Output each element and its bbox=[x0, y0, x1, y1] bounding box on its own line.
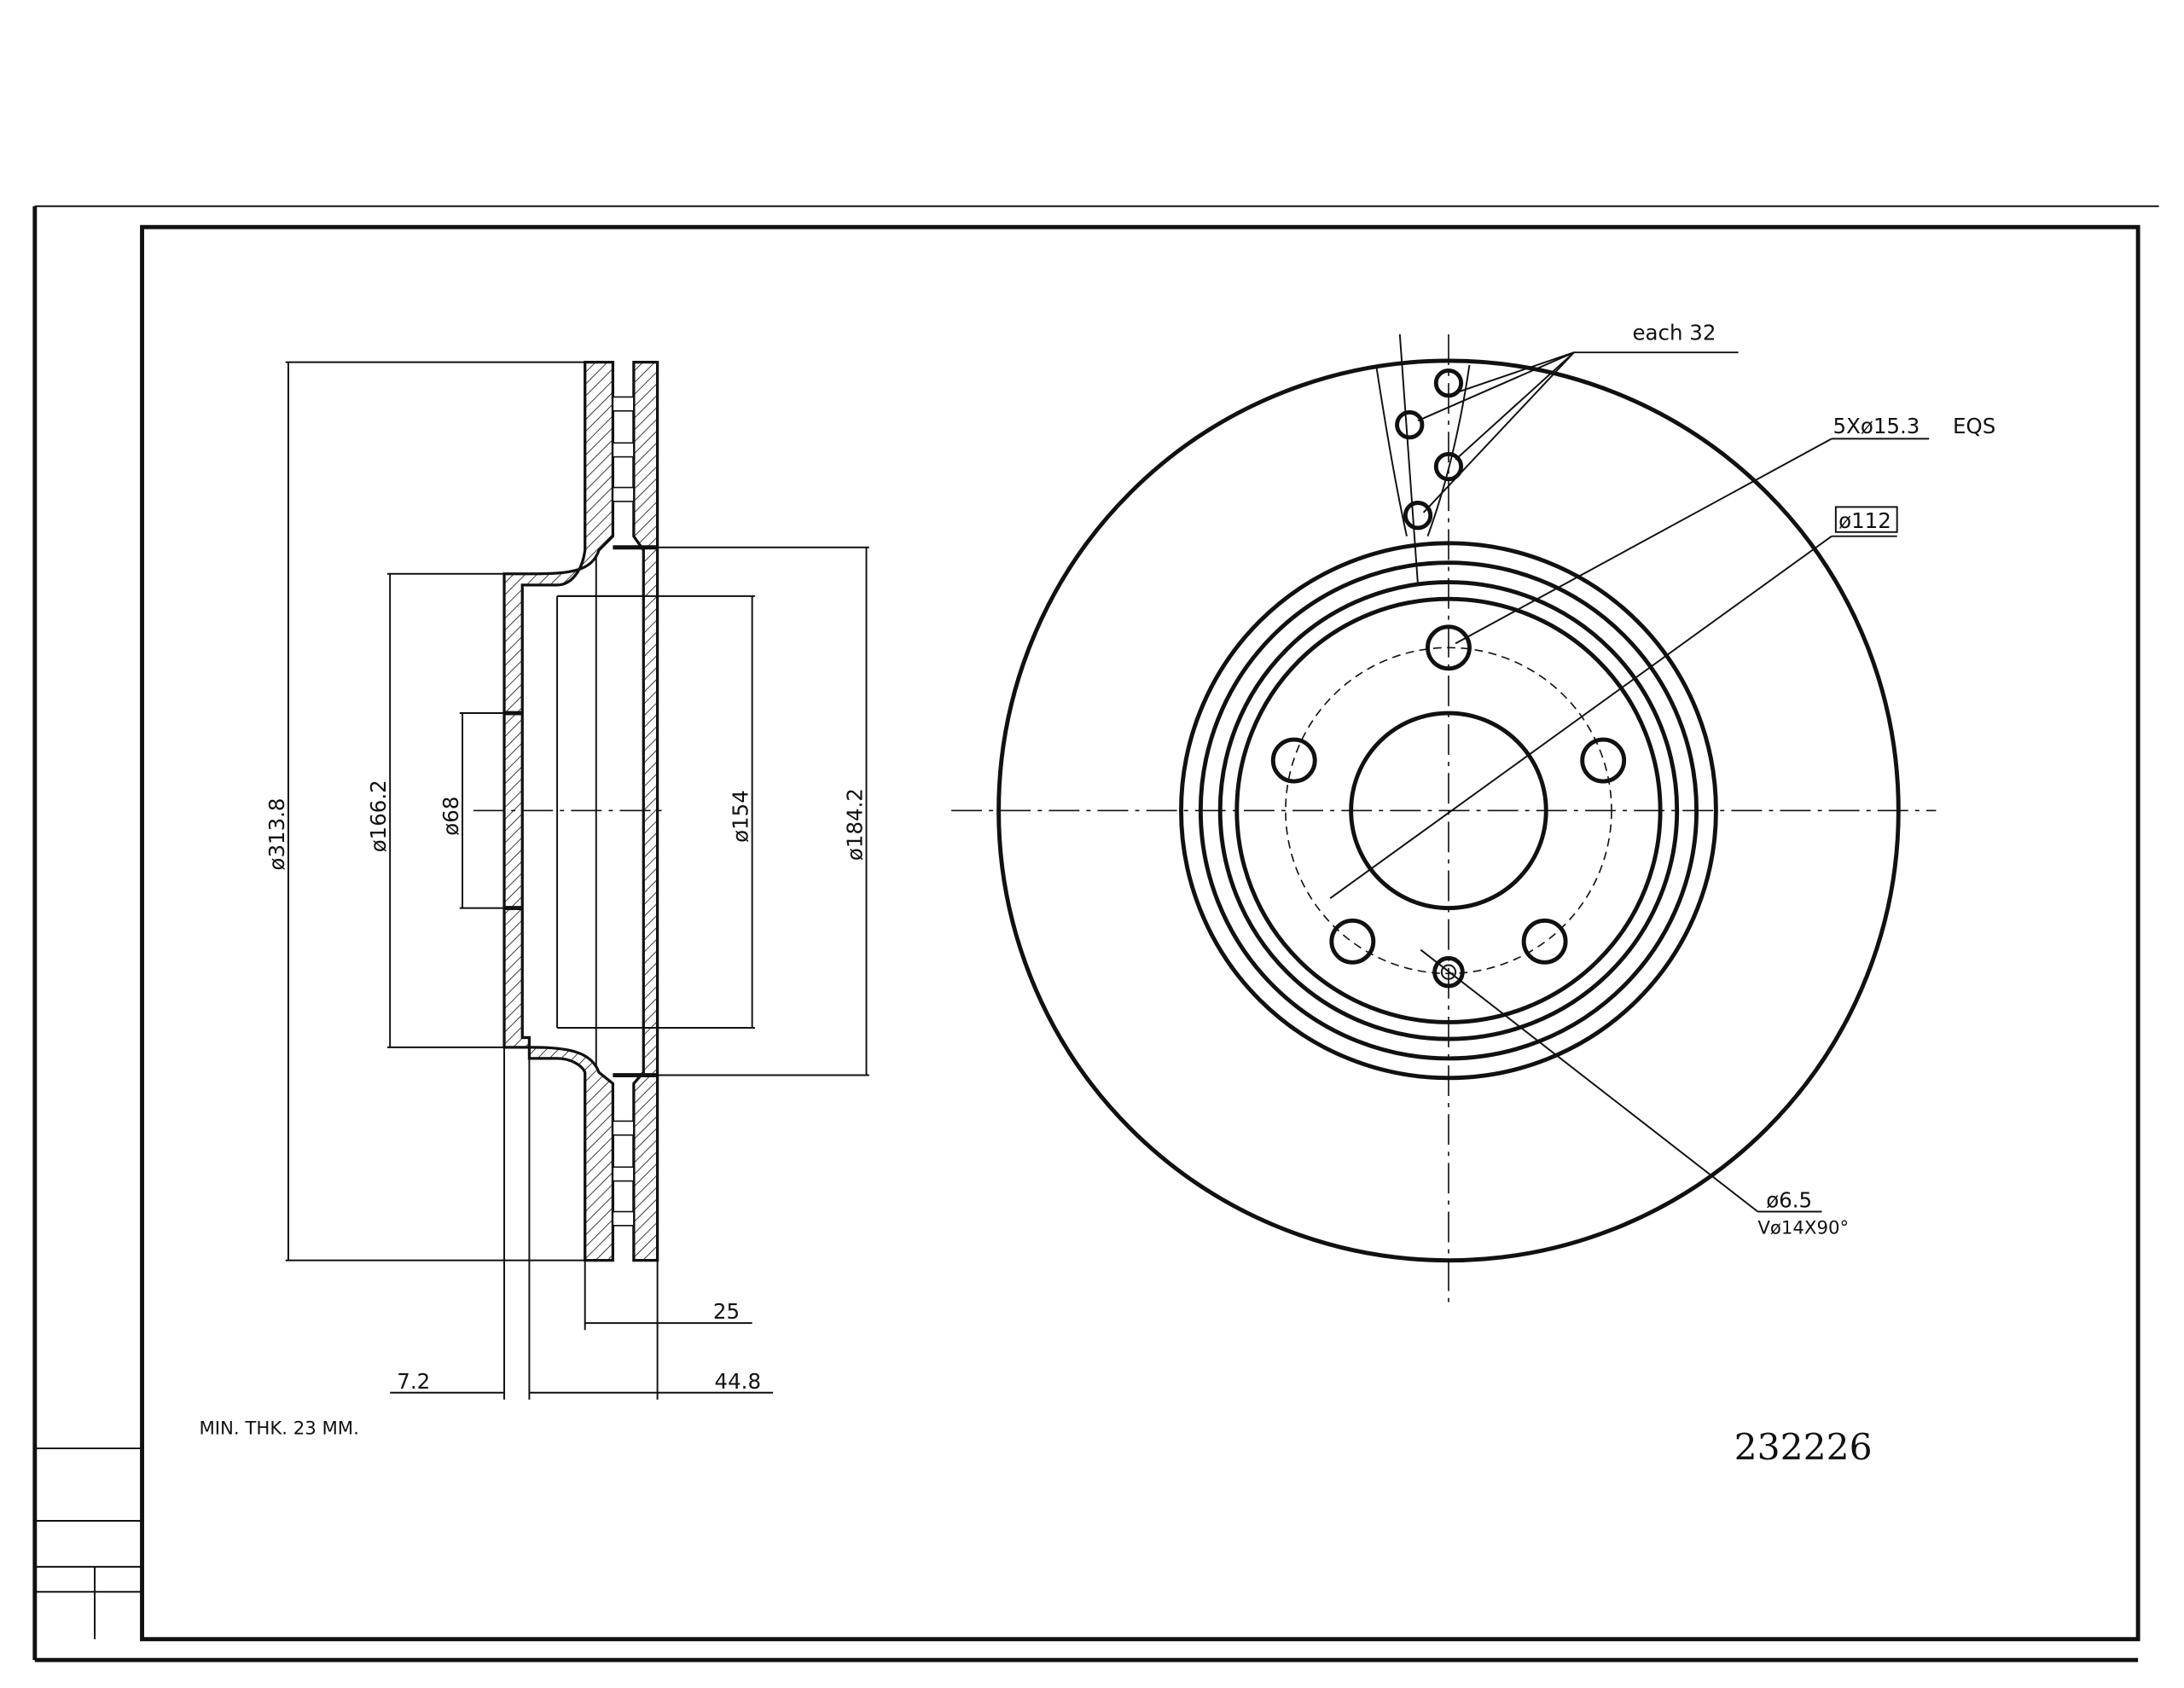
dim-inner-diameter: ø154 bbox=[729, 790, 753, 843]
min-thickness-note: MIN. THK. 23 MM. bbox=[199, 1418, 358, 1440]
dim-thickness: 25 bbox=[713, 1299, 740, 1324]
label-pcd: ø112 bbox=[1838, 508, 1891, 533]
dim-offset: 7.2 bbox=[397, 1369, 430, 1394]
vent-holes bbox=[1395, 368, 1464, 531]
dim-hat-diameter: ø166.2 bbox=[366, 780, 391, 852]
label-bolt-holes: 5Xø15.3 bbox=[1833, 414, 1920, 438]
dim-outer-diameter: ø313.8 bbox=[264, 798, 289, 870]
dim-height: 44.8 bbox=[715, 1369, 761, 1394]
bolt-holes bbox=[1270, 624, 1627, 965]
label-vent-holes: each 32 bbox=[1632, 320, 1716, 345]
label-countersink: Vø14X90° bbox=[1757, 1218, 1849, 1239]
side-dimensions bbox=[285, 361, 869, 1400]
drawing-frame bbox=[32, 205, 2159, 1662]
side-section-view bbox=[473, 360, 669, 1262]
leaders bbox=[1329, 351, 1930, 1213]
title-block bbox=[34, 1447, 142, 1639]
label-eqs: EQS bbox=[1953, 414, 1995, 438]
part-number: 232226 bbox=[1734, 1427, 1873, 1469]
front-view bbox=[951, 334, 1937, 1309]
dim-friction-inner: ø184.2 bbox=[843, 788, 868, 861]
dim-center-bore: ø68 bbox=[439, 797, 463, 836]
label-small-hole: ø6.5 bbox=[1766, 1188, 1812, 1213]
